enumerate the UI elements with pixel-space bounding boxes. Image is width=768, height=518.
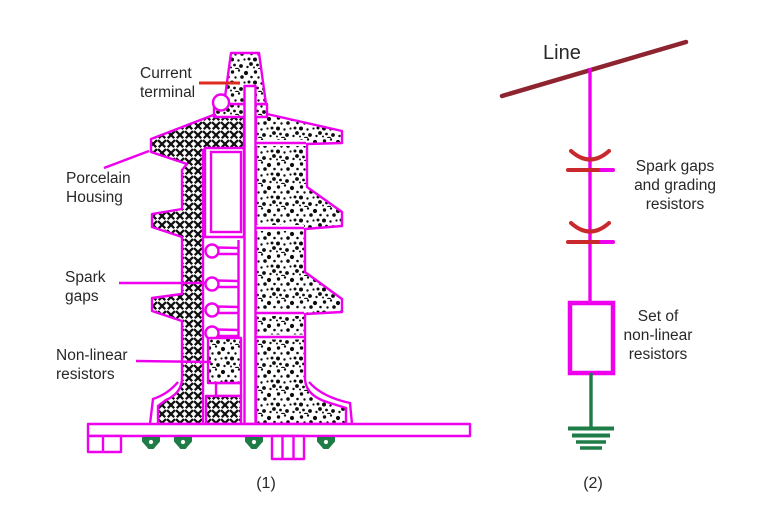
- spark-gap-elements: [204, 240, 240, 341]
- porcelain-housing-leader: [103, 149, 150, 170]
- spark-gap-element: [204, 302, 239, 318]
- line-label: Line: [543, 42, 581, 64]
- figure2-caption: (2): [583, 475, 603, 492]
- line-conductor: [499, 39, 689, 99]
- current-terminal-label: Current terminal: [140, 65, 196, 101]
- figure1-caption: (1): [256, 475, 276, 492]
- housing-right-flare-wall: [308, 381, 354, 425]
- earth-ground-symbol: [568, 426, 614, 450]
- base-bolts: [142, 437, 335, 449]
- resistor-support-step: [214, 381, 243, 398]
- spark-gaps-grading-label: Spark gaps and grading resistors: [634, 158, 716, 213]
- hatched-support-block: [204, 394, 243, 426]
- porcelain-housing-label: Porcelain Housing: [66, 170, 131, 206]
- internal-column-shape: [254, 112, 348, 426]
- nonlinear-resistors-leader: [135, 359, 212, 364]
- spark-gap-element: [204, 325, 239, 341]
- spark-gap-element: [204, 243, 239, 259]
- current-terminal-cap: [211, 51, 269, 119]
- nonlinear-resistors-label: Non-linear resistors: [56, 347, 128, 383]
- central-rod: [243, 84, 257, 426]
- column-division-lines: [256, 140, 306, 340]
- cap-knob: [211, 93, 231, 112]
- resistor-symbol: [567, 300, 616, 376]
- spark-gap-symbol: [566, 221, 615, 244]
- nonlinear-resistor-block: [206, 336, 243, 385]
- spark-gap-chamber: [203, 146, 246, 239]
- spark-gap-element: [204, 276, 239, 292]
- spark-gaps-label: Spark gaps: [65, 269, 106, 305]
- figure1-arrester-cross-section: [86, 51, 472, 461]
- mounting-base-plate: [86, 422, 472, 461]
- spark-gap-symbol: [566, 149, 615, 172]
- set-nonlinear-resistors-label: Set of non-linear resistors: [623, 308, 693, 363]
- base-left-bracket: [86, 434, 123, 454]
- housing-left-flare-wall: [148, 381, 179, 425]
- figure2-schematic: [499, 39, 689, 450]
- base-center-legs: [270, 434, 306, 461]
